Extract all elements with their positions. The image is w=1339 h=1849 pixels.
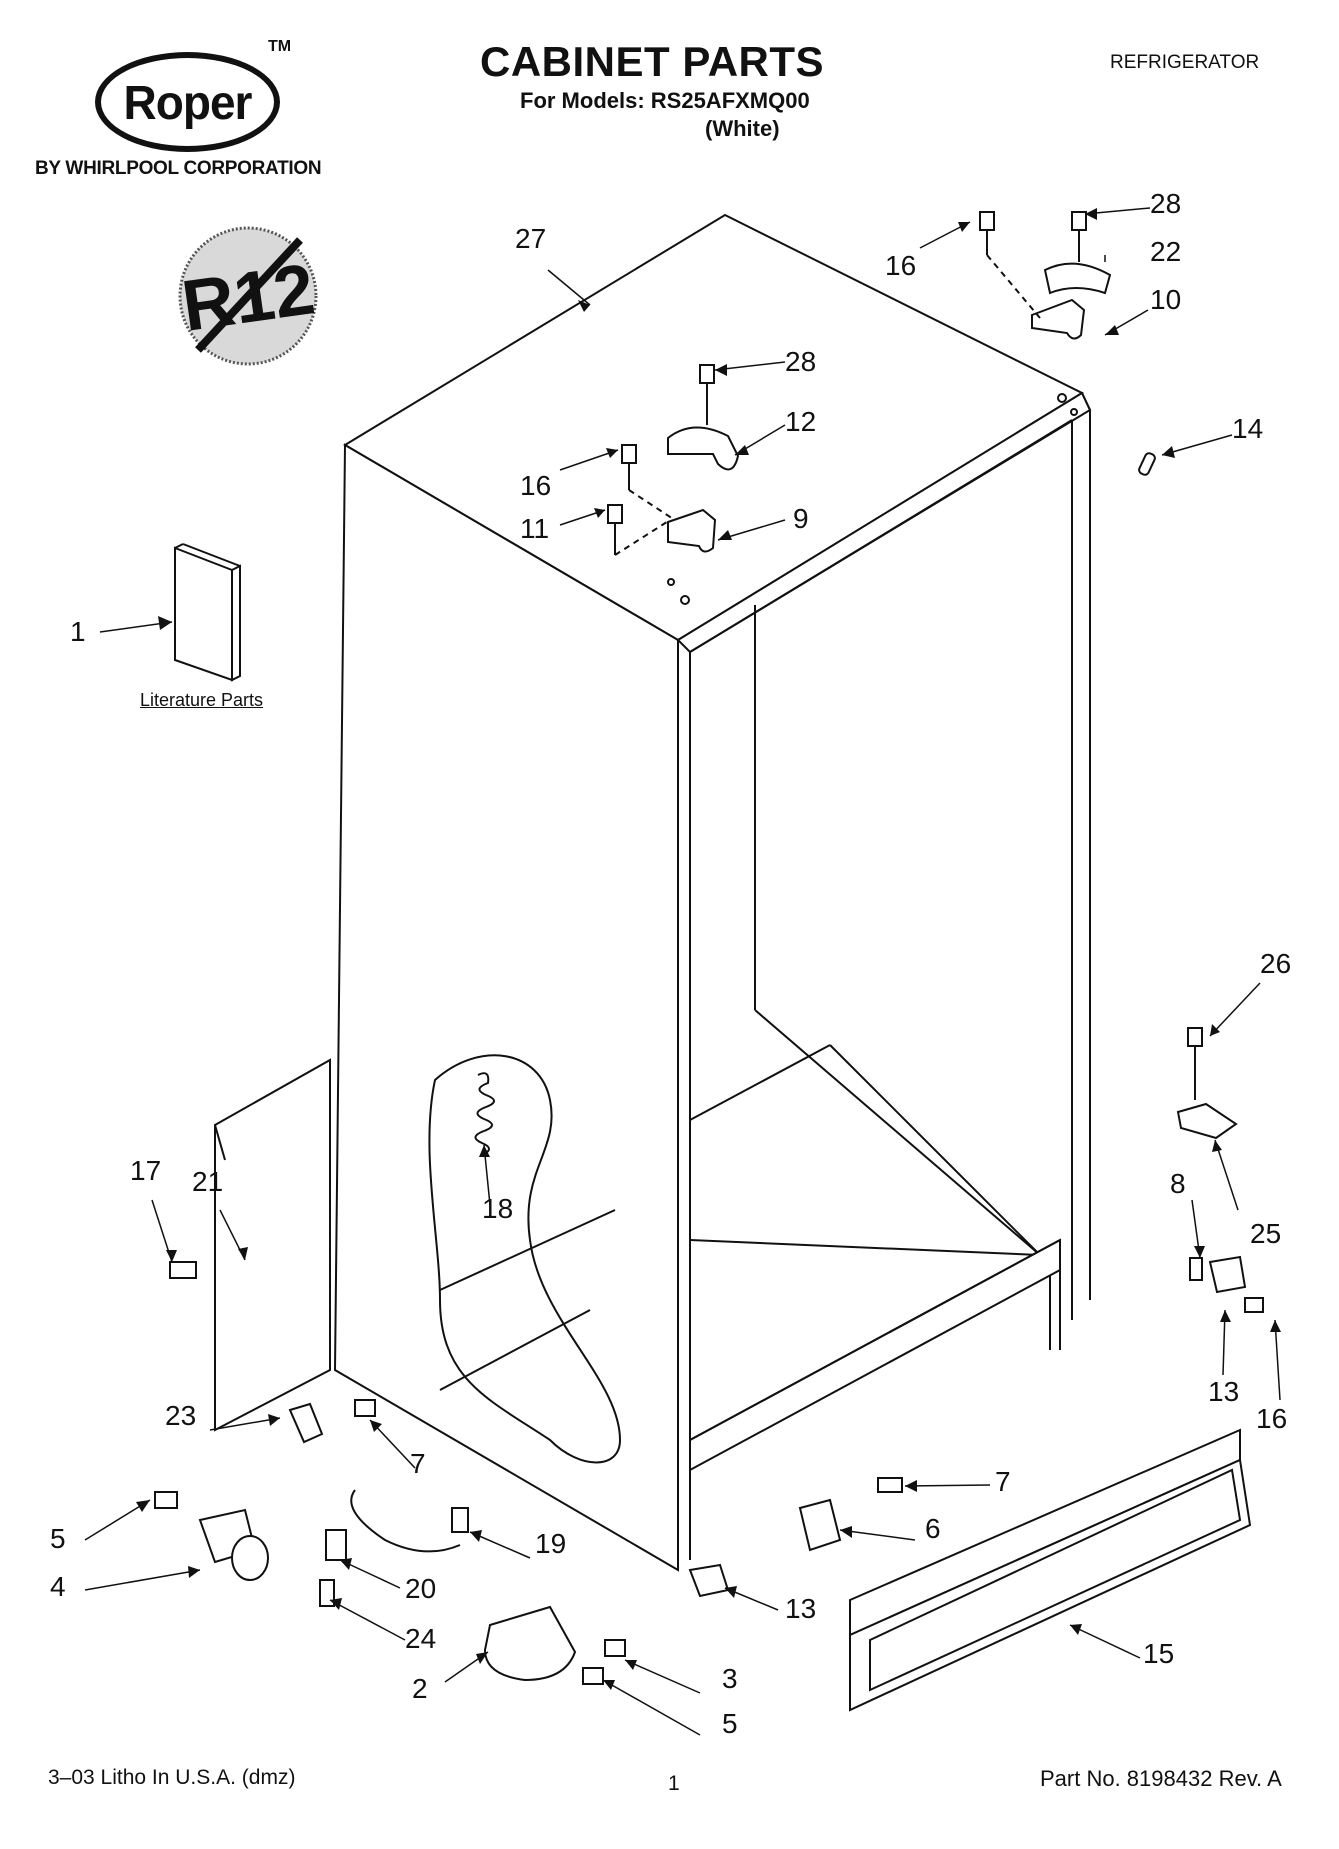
print-info: 3–03 Litho In U.S.A. (dmz) bbox=[48, 1766, 296, 1789]
callout-27: 27 bbox=[515, 223, 547, 254]
literature-booklet bbox=[174, 543, 241, 682]
callout-13-right: 13 bbox=[1208, 1376, 1240, 1407]
brand-logo-oval bbox=[95, 52, 280, 152]
page-number: 1 bbox=[668, 1772, 680, 1795]
callout-9: 9 bbox=[793, 503, 809, 534]
callout-28-center: 28 bbox=[785, 346, 817, 377]
callout-7-left: 7 bbox=[410, 1448, 426, 1479]
upper-right-hinge-assembly bbox=[979, 211, 1156, 476]
callout-10: 10 bbox=[1150, 284, 1182, 315]
callout-2: 2 bbox=[412, 1673, 428, 1704]
upper-center-hinge-assembly bbox=[607, 364, 740, 605]
callout-16-right: 16 bbox=[1256, 1403, 1288, 1434]
toe-grille bbox=[849, 1428, 1252, 1712]
refrigerator-cabinet bbox=[333, 213, 1092, 1572]
callout-4: 4 bbox=[50, 1571, 66, 1602]
callout-21: 21 bbox=[192, 1166, 224, 1197]
callout-6: 6 bbox=[925, 1513, 941, 1544]
literature-parts-label: Literature Parts bbox=[140, 690, 264, 710]
callout-16-center: 16 bbox=[520, 470, 552, 501]
callout-8: 8 bbox=[1170, 1168, 1186, 1199]
callout-arrowheads bbox=[136, 208, 1281, 1690]
trademark-mark: TM bbox=[268, 38, 292, 55]
callout-26: 26 bbox=[1260, 948, 1292, 979]
callout-1: 1 bbox=[70, 616, 86, 647]
callout-3: 3 bbox=[722, 1663, 738, 1694]
defrost-drain-tube bbox=[474, 1072, 495, 1156]
brand-subtitle: BY WHIRLPOOL CORPORATION bbox=[35, 158, 322, 179]
callout-24: 24 bbox=[405, 1623, 437, 1654]
callout-17: 17 bbox=[130, 1155, 162, 1186]
callout-16-top-right: 16 bbox=[885, 250, 917, 281]
callout-23: 23 bbox=[165, 1400, 197, 1431]
callout-13-bottom: 13 bbox=[785, 1593, 817, 1624]
page-title: CABINET PARTS bbox=[480, 38, 825, 85]
callout-7-right: 7 bbox=[995, 1466, 1011, 1497]
callout-14: 14 bbox=[1232, 413, 1264, 444]
callout-22: 22 bbox=[1150, 236, 1182, 267]
callout-5-left: 5 bbox=[50, 1523, 66, 1554]
no-r12-badge: R12 bbox=[177, 226, 319, 366]
rear-access-grille bbox=[214, 1058, 331, 1432]
model-variant: (White) bbox=[705, 116, 780, 141]
product-category: REFRIGERATOR bbox=[1110, 52, 1260, 73]
callout-5-bottom: 5 bbox=[722, 1708, 738, 1739]
callout-15: 15 bbox=[1143, 1638, 1175, 1669]
callout-18: 18 bbox=[482, 1193, 514, 1224]
callout-25: 25 bbox=[1250, 1218, 1282, 1249]
brand-logo-text: Roper bbox=[123, 74, 253, 130]
callout-28-top-right: 28 bbox=[1150, 188, 1182, 219]
lower-right-hinge-assembly bbox=[1176, 1027, 1264, 1313]
callout-20: 20 bbox=[405, 1573, 437, 1604]
callout-11: 11 bbox=[520, 513, 550, 544]
callout-12: 12 bbox=[785, 406, 817, 437]
callout-19: 19 bbox=[535, 1528, 567, 1559]
model-number: For Models: RS25AFXMQ00 bbox=[520, 88, 810, 113]
part-number: Part No. 8198432 Rev. A bbox=[1040, 1766, 1282, 1791]
lower-left-hardware bbox=[154, 1261, 903, 1685]
